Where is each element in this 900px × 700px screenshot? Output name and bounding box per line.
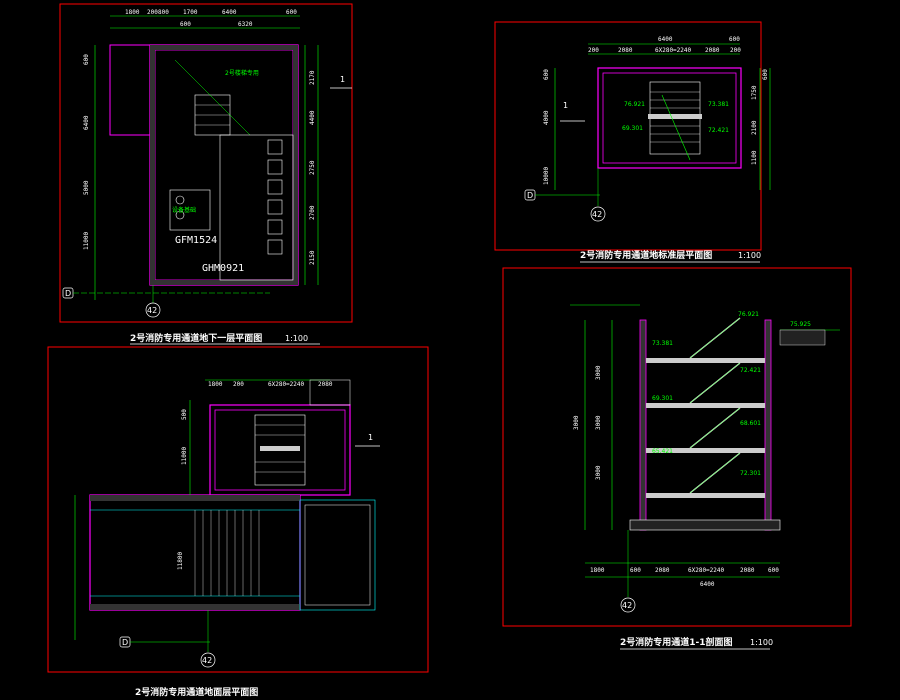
section-drawing: 76.921 73.381 72.421 69.301 68.601 65.42… bbox=[570, 304, 840, 613]
dim-gr-l2: 11000 bbox=[181, 447, 188, 465]
frame-plan-top bbox=[494, 21, 762, 251]
axis-d-top: D bbox=[527, 191, 533, 200]
section-mark-top: 1 bbox=[563, 101, 568, 110]
dim-b1-4: 1700 bbox=[183, 9, 198, 16]
dim-b1-r5: 2150 bbox=[309, 250, 316, 265]
elev-4: 69.301 bbox=[652, 395, 673, 402]
door-label-2: GHM0921 bbox=[202, 263, 244, 274]
elev-7: 75.925 bbox=[790, 321, 811, 328]
frame-section bbox=[502, 267, 852, 627]
dim-sec-l2: 3000 bbox=[595, 415, 602, 430]
title-section: 2号消防专用通道1-1剖面图 bbox=[620, 636, 733, 648]
plan-ground: 1800 200 6X280=2240 2080 500 bbox=[74, 379, 380, 668]
dim-b1-l1: 600 bbox=[83, 54, 90, 65]
dim-b1-l3: 5000 bbox=[83, 180, 90, 195]
dim-gr-3: 6X280=2240 bbox=[268, 381, 305, 388]
elev-8: 72.301 bbox=[740, 470, 761, 477]
dim-top-3: 200 bbox=[588, 47, 599, 54]
door-label-1: GFM1524 bbox=[175, 235, 217, 246]
dim-b1-2: 200 bbox=[147, 9, 158, 16]
axis-42-sec: 42 bbox=[622, 601, 632, 610]
dim-b1-6: 600 bbox=[286, 9, 297, 16]
dim-top-r1: 1750 bbox=[751, 85, 758, 100]
svg-text:2号楼梯专用: 2号楼梯专用 bbox=[225, 69, 259, 77]
dim-top-1: 6400 bbox=[658, 36, 673, 43]
dim-gr-1: 1800 bbox=[208, 381, 223, 388]
axis-42-top: 42 bbox=[592, 210, 602, 219]
title-plan-top: 2号消防专用通道地标准层平面图 bbox=[580, 249, 712, 261]
dim-top-r4: 600 bbox=[762, 69, 769, 80]
scale-plan-top: 1:100 bbox=[738, 251, 761, 260]
dim-top-7: 200 bbox=[730, 47, 741, 54]
frame-plan-b1 bbox=[59, 3, 353, 323]
dim-sec-b4: 6X280=2240 bbox=[688, 567, 725, 574]
dim-sec-b2: 600 bbox=[630, 567, 641, 574]
dim-top-2: 600 bbox=[729, 36, 740, 43]
dim-b1-r2: 4400 bbox=[309, 110, 316, 125]
dim-sec-b6: 600 bbox=[768, 567, 779, 574]
axis-d-gr: D bbox=[122, 638, 128, 647]
dim-top-l2: 4000 bbox=[543, 110, 550, 125]
elev-5: 68.601 bbox=[740, 420, 761, 427]
svg-text:设备基础: 设备基础 bbox=[172, 206, 196, 214]
dim-b1-l2: 6400 bbox=[83, 115, 90, 130]
plan-top: 6400 600 200 2080 6X280=2240 2080 200 76… bbox=[524, 36, 771, 222]
dim-sec-l1: 3000 bbox=[595, 365, 602, 380]
dim-b1-l4: 11000 bbox=[83, 232, 90, 250]
dim-b1-r4: 2700 bbox=[309, 205, 316, 220]
dim-top-r2: 2100 bbox=[751, 120, 758, 135]
elev-3: 72.421 bbox=[740, 367, 761, 374]
section-mark-gr: 1 bbox=[368, 433, 373, 442]
dim-top-6: 2080 bbox=[705, 47, 720, 54]
dim-sec-l4: 3000 bbox=[573, 415, 580, 430]
dim-gr-2: 200 bbox=[233, 381, 244, 388]
axis-42-b1: 42 bbox=[147, 306, 157, 315]
dim-top-5: 6X280=2240 bbox=[655, 47, 692, 54]
scale-section: 1:100 bbox=[750, 638, 773, 647]
section-mark-b1: 1 bbox=[340, 75, 345, 84]
elev-6: 65.421 bbox=[652, 448, 673, 455]
dim-sec-b3: 2080 bbox=[655, 567, 670, 574]
dim-sec-b1: 1800 bbox=[590, 567, 605, 574]
dim-b1-1: 1800 bbox=[125, 9, 140, 16]
dim-gr-l1: 500 bbox=[181, 409, 188, 420]
svg-text:69.301: 69.301 bbox=[622, 125, 643, 132]
dim-b1-3: 800 bbox=[158, 9, 169, 16]
frame-plan-ground bbox=[47, 346, 429, 673]
dim-sec-l3: 3000 bbox=[595, 465, 602, 480]
dim-b1-8: 6320 bbox=[238, 21, 253, 28]
dim-top-4: 2080 bbox=[618, 47, 633, 54]
dim-b1-r1: 2170 bbox=[309, 70, 316, 85]
dim-top-l1: 600 bbox=[543, 69, 550, 80]
plan-b1: 1800 200 800 1700 6400 600 600 6320 2号楼梯… bbox=[62, 9, 352, 318]
elev-1: 76.921 bbox=[738, 311, 759, 318]
title-plan-ground: 2号消防专用通道地面层平面图 bbox=[135, 686, 258, 698]
elev-2: 73.381 bbox=[652, 340, 673, 347]
svg-text:72.421: 72.421 bbox=[708, 127, 729, 134]
dim-b1-5: 6400 bbox=[222, 9, 237, 16]
scale-plan-b1: 1:100 bbox=[285, 334, 308, 343]
dim-top-l3: 10000 bbox=[543, 167, 550, 185]
title-plan-b1: 2号消防专用通道地下一层平面图 bbox=[130, 332, 262, 344]
dim-gr-l3: 11800 bbox=[177, 552, 184, 570]
dim-sec-b5: 2080 bbox=[740, 567, 755, 574]
dim-sec-b7: 6400 bbox=[700, 581, 715, 588]
axis-d-b1: D bbox=[65, 289, 71, 298]
dim-top-r3: 1100 bbox=[751, 150, 758, 165]
axis-42-gr: 42 bbox=[202, 656, 212, 665]
dim-b1-r3: 2750 bbox=[309, 160, 316, 175]
svg-text:73.381: 73.381 bbox=[708, 101, 729, 108]
svg-text:76.921: 76.921 bbox=[624, 101, 645, 108]
dim-b1-7: 600 bbox=[180, 21, 191, 28]
dim-gr-4: 2080 bbox=[318, 381, 333, 388]
